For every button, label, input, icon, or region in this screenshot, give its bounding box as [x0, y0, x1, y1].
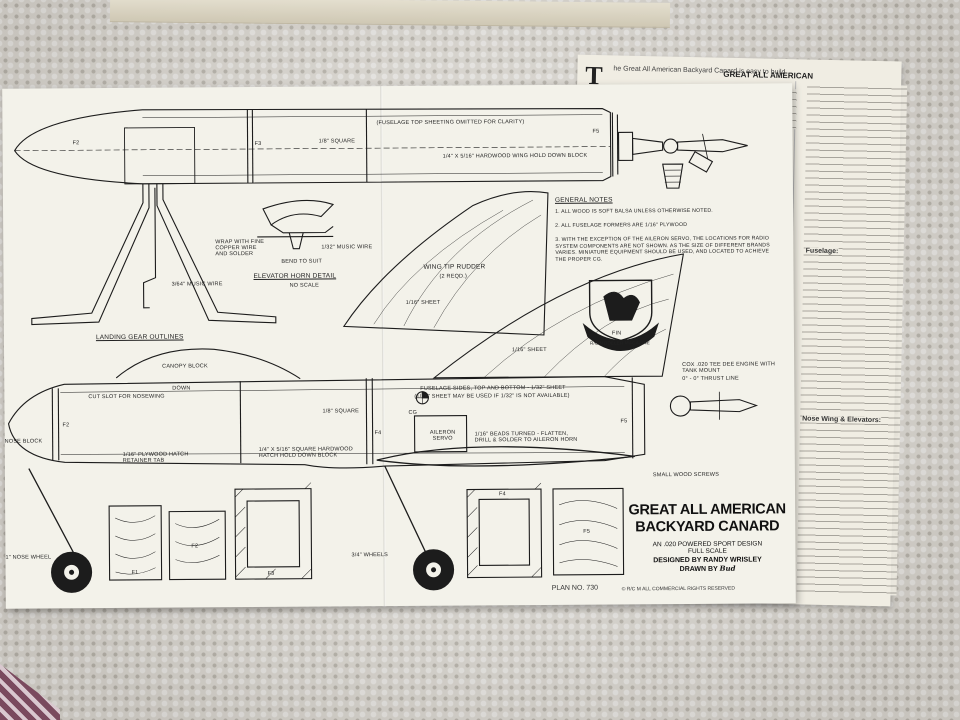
label-former-f4: F4	[499, 491, 506, 498]
label-no-scale: NO SCALE	[289, 282, 320, 289]
label-square-top: 1/8" SQUARE	[318, 138, 356, 145]
label-sheet-rudder: 1/16" SHEET	[405, 299, 441, 306]
label-music-wire-364: 3/64" MUSIC WIRE	[171, 281, 223, 288]
label-wing-hold-down-block: 1/4" X 5/16" HARDWOOD WING HOLD DOWN BLO…	[442, 152, 588, 160]
plan-title-line1: GREAT ALL AMERICAN	[628, 501, 786, 519]
label-fuselage-sides: FUSELAGE SIDES, TOP AND BOTTOM - 1/32" S…	[420, 384, 566, 392]
side-view-fuselage	[7, 376, 759, 557]
label-canopy-block: CANOPY BLOCK	[162, 363, 208, 370]
drawn-by-signature: Bud	[719, 563, 736, 573]
label-sheet-alternative: (1/16" SHEET MAY BE USED IF 1/32" IS NOT…	[414, 392, 570, 400]
label-wing-tip-rudder: WING TIP RUDDER	[423, 263, 486, 271]
label-wrap-copper-wire: WRAP WITH FINE COPPER WIRE AND SOLDER	[215, 238, 265, 258]
label-badge-text: R/C MODELER MAGAZINE	[589, 340, 651, 346]
top-view-fuselage	[13, 108, 748, 189]
former-f4	[466, 482, 543, 579]
article-heading: GREAT ALL AMERICAN	[723, 69, 814, 81]
label-landing-gear-outlines: LANDING GEAR OUTLINES	[95, 333, 184, 342]
label-engine: COX .020 TEE DEE ENGINE WITH TANK MOUNT	[682, 361, 776, 375]
former-f2	[168, 510, 227, 581]
main-wheel	[413, 549, 455, 591]
label-sheet-fin: 1/16" SHEET	[512, 346, 547, 354]
elevator-horn-detail	[257, 199, 335, 250]
label-rudder-reqd: (2 REQD.)	[439, 273, 468, 280]
vertical-fin	[432, 253, 685, 379]
label-f4-side: F4	[374, 430, 382, 437]
label-down: DOWN	[172, 385, 191, 392]
plan-title-block: GREAT ALL AMERICAN BACKYARD CANARD AN .0…	[627, 501, 787, 573]
drawn-by-label: DRAWN BY	[679, 565, 718, 574]
landing-gear-outlines	[31, 183, 277, 326]
rcm-shield-badge	[582, 279, 659, 351]
former-f5	[552, 487, 625, 576]
label-fin: FIN	[611, 330, 622, 337]
label-square-side: 1/8" SQUARE	[322, 408, 360, 415]
plan-drawn-by: DRAWN BY Bud	[628, 563, 788, 573]
label-f2-top: F2	[72, 140, 80, 147]
label-elevator-horn-detail: ELEVATOR HORN DETAIL	[253, 272, 337, 281]
label-cut-slot: CUT SLOT FOR NOSEWING	[88, 393, 165, 401]
label-former-f2: F2	[191, 543, 199, 550]
label-music-wire-132: 1/32" MUSIC WIRE	[321, 244, 373, 251]
plan-drawing	[7, 108, 759, 593]
canopy-block	[115, 348, 301, 380]
label-f5-side: F5	[620, 418, 628, 425]
label-top-sheeting: (FUSELAGE TOP SHEETING OMITTED FOR CLARI…	[376, 119, 525, 127]
general-note-3: 3. WITH THE EXCEPTION OF THE AILERON SER…	[555, 235, 770, 263]
former-f1	[108, 505, 163, 581]
label-small-wood-screws: SMALL WOOD SCREWS	[652, 471, 720, 479]
plan-rights: © R/C M ALL COMMERCIAL RIGHTS RESERVED	[621, 585, 735, 593]
label-bend-to-suit: BEND TO SUIT	[281, 258, 323, 265]
label-aileron-servo: AILERON SERVO	[429, 429, 456, 442]
label-nose-wheel: 1" NOSE WHEEL	[5, 554, 52, 561]
label-thrust-line: 0° - 0° THRUST LINE	[682, 375, 739, 383]
label-f2-side: F2	[62, 422, 70, 429]
wing-tip-rudder	[342, 191, 549, 336]
label-cg: CG	[408, 409, 418, 416]
label-f3-top: F3	[254, 140, 262, 148]
article-text-column	[796, 83, 908, 596]
plan-scale: FULL SCALE	[688, 547, 727, 555]
label-beads: 1/16" BEADS TURNED - FLATTEN, DRILL & SO…	[474, 430, 578, 444]
label-hatch-hold-down-block: 1/4" X 5/16" SQUARE HARDWOOD HATCH HOLD …	[258, 446, 353, 459]
general-notes-title: GENERAL NOTES	[554, 196, 613, 204]
label-former-f1: F1	[131, 569, 139, 576]
label-plywood-hatch-tab: 1/16" PLYWOOD HATCH RETAINER TAB	[122, 451, 189, 464]
article-section-fuselage: Fuselage:	[805, 247, 839, 256]
label-former-f3: F3	[267, 570, 275, 577]
label-main-wheels: 3/4" WHEELS	[351, 552, 389, 559]
former-f3	[234, 482, 313, 580]
plan-title-line2: BACKYARD CANARD	[635, 518, 780, 536]
label-nose-block: NOSE BLOCK	[4, 438, 43, 445]
plan-number: PLAN NO. 730	[551, 584, 599, 592]
model-airplane-plan-sheet: (FUSELAGE TOP SHEETING OMITTED FOR CLARI…	[2, 83, 796, 609]
nose-wheel	[51, 551, 93, 593]
label-f5-top: F5	[592, 128, 600, 135]
label-former-f5: F5	[583, 528, 591, 535]
